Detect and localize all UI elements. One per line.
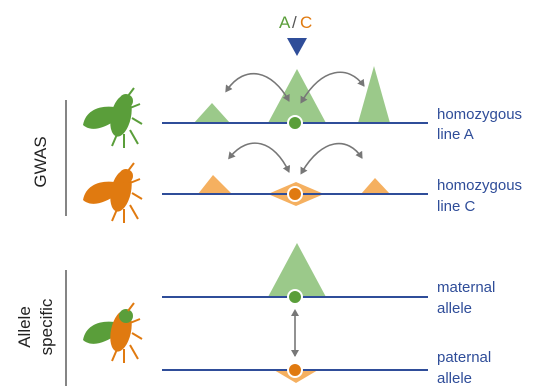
variant-marker-c [287,186,303,202]
arrow-c-right [300,142,363,175]
track-label-a-1: homozygous [437,106,522,123]
track-label-a-2: line A [437,126,474,143]
variant-marker-a [287,115,303,131]
allele-a-label: A [279,13,291,32]
track-label-paternal-2: allele [437,370,472,387]
allele-c-label: C [300,13,312,32]
allele-separator: / [292,13,297,32]
track-label-maternal-1: maternal [437,279,495,296]
arrow-c-left [228,142,291,173]
track-label-maternal-2: allele [437,300,472,317]
peak-c-right [361,178,390,194]
track-label-c-1: homozygous [437,177,522,194]
arrow-a-left [225,72,290,102]
fly-icon-hybrid [83,302,143,363]
variant-marker-maternal [287,289,303,305]
variant-marker-paternal [287,362,303,378]
fly-icon-orange [83,162,143,223]
peak-c-left [198,175,232,194]
peak-a-center [268,69,326,123]
track-label-paternal-1: paternal [437,349,491,366]
peak-a-left [194,103,230,123]
group-label-allele-specific-2: specific [37,298,56,355]
arrow-a-right [300,71,365,104]
track-line-c [162,142,428,206]
variant-pointer-icon [287,38,307,56]
group-label-gwas: GWAS [31,136,50,187]
track-paternal [162,362,428,383]
peak-maternal [268,243,326,297]
peak-a-right [358,66,390,123]
group-label-allele-specific-1: Allele [15,306,34,348]
fly-icon-green [83,87,143,148]
track-label-c-2: line C [437,198,476,215]
track-line-a [162,66,428,131]
track-maternal [162,243,428,305]
